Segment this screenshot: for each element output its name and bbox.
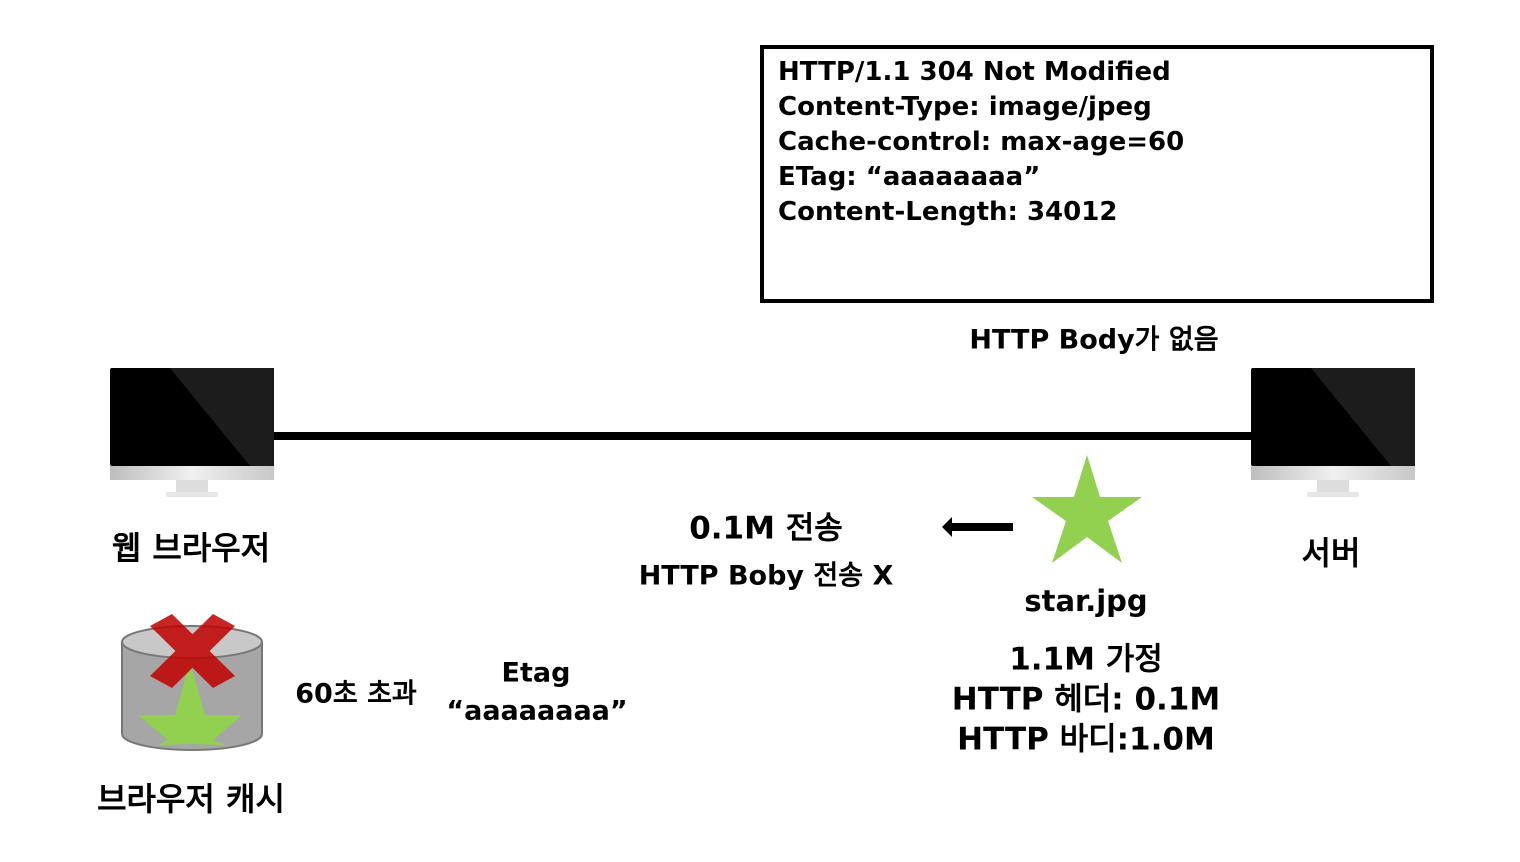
- http-header-size: HTTP 헤더: 0.1M: [951, 681, 1221, 718]
- transfer-size: 0.1M 전송: [689, 510, 843, 547]
- response-content-type: Content-Type: image/jpeg: [778, 92, 1152, 122]
- star-icon: [1032, 455, 1142, 563]
- browser-cache-label: 브라우저 캐시: [97, 780, 285, 818]
- response-header-box: HTTP/1.1 304 Not Modified Content-Type: …: [760, 45, 1434, 303]
- no-body-note: HTTP Body가 없음: [969, 324, 1219, 356]
- browser-monitor-icon: [110, 368, 274, 497]
- etag-title: Etag: [501, 657, 571, 689]
- http-body-size: HTTP 바디:1.0M: [957, 721, 1215, 758]
- cache-expired-label: 60초 초과: [295, 678, 417, 710]
- transfer-note: HTTP Boby 전송 X: [638, 560, 894, 592]
- file-name: star.jpg: [1024, 584, 1148, 618]
- browser-cache-icon: [121, 614, 263, 751]
- etag-value: “aaaaaaaa”: [446, 695, 628, 727]
- server-label: 서버: [1301, 534, 1361, 572]
- cross-icon: [150, 614, 235, 688]
- arrow-left-icon: [942, 517, 1013, 537]
- connection-line: [270, 432, 1255, 440]
- cached-star-icon: [138, 662, 242, 745]
- response-etag: ETag: “aaaaaaaa”: [778, 162, 1041, 192]
- browser-label: 웹 브라우저: [111, 529, 271, 567]
- file-size-assumption: 1.1M 가정: [1009, 641, 1163, 678]
- response-content-length: Content-Length: 34012: [778, 197, 1118, 227]
- response-status-line: HTTP/1.1 304 Not Modified: [778, 57, 1171, 87]
- server-monitor-icon: [1251, 368, 1415, 497]
- response-cache-control: Cache-control: max-age=60: [778, 127, 1185, 157]
